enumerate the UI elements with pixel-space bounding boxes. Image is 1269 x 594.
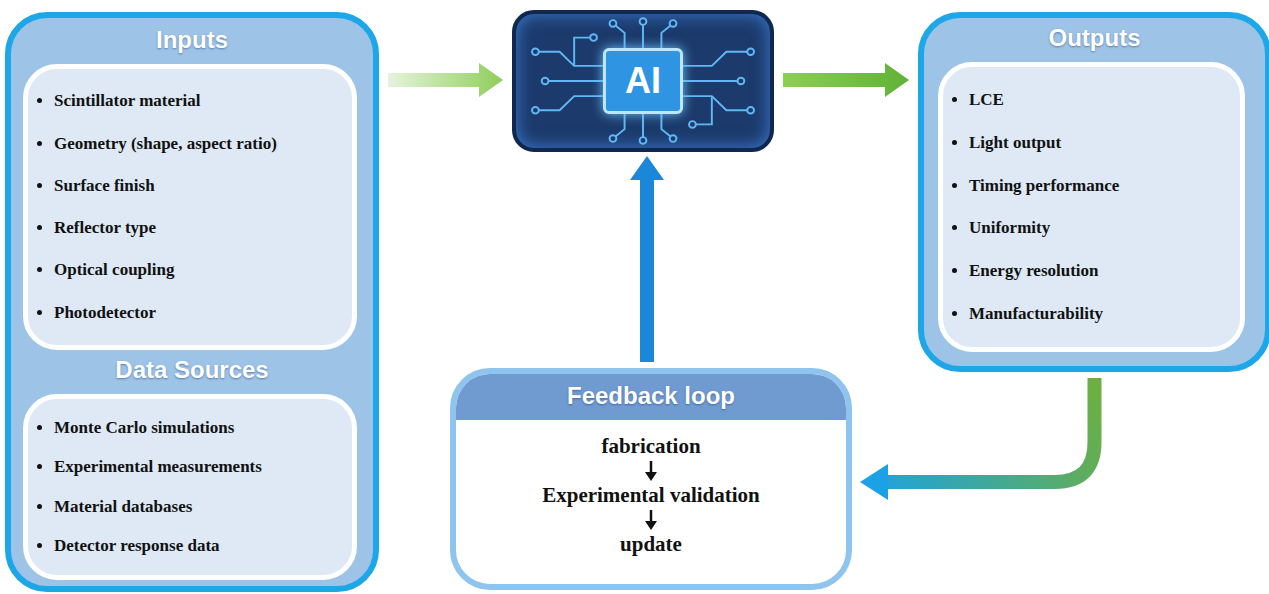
list-item: Uniformity [969, 218, 1230, 238]
list-item: Monte Carlo simulations [54, 418, 342, 438]
circuit-trace [535, 96, 608, 110]
step-arrow-line [650, 461, 653, 473]
list-item: Light output [969, 133, 1230, 153]
circuit-pad [670, 135, 677, 142]
list-item: Surface finish [54, 176, 342, 196]
list-item: Geometry (shape, aspect ratio) [54, 134, 342, 154]
circuit-pad [542, 78, 549, 85]
feedback-loop: Feedback loop fabricationExperimental val… [450, 368, 852, 590]
loop-heading: Feedback loop [456, 374, 846, 420]
list-item: Optical coupling [54, 260, 342, 280]
panel-heading: Outputs [924, 24, 1265, 52]
list-item: Reflector type [54, 218, 342, 238]
list-item: Material databases [54, 497, 342, 517]
arrow-body [630, 156, 664, 362]
step-arrow [644, 510, 658, 530]
data-source-list: Monte Carlo simulationsExperimental meas… [23, 394, 357, 580]
loop-step: fabrication [601, 434, 700, 459]
connector-arrow [783, 63, 909, 97]
output-list: LCE Light outputTiming performanceUniform… [938, 62, 1245, 352]
arrow-body [388, 63, 503, 97]
list-item: Detector response data [54, 536, 342, 556]
circuit-trace [535, 52, 608, 66]
panel-heading: Inputs [11, 26, 373, 54]
circuit-pad [532, 107, 539, 114]
loop-step: update [620, 532, 682, 557]
list-item: Scintillator material [54, 91, 342, 111]
step-arrow-head [645, 521, 657, 530]
arrow-head [860, 464, 888, 500]
circuit-pad [738, 78, 745, 85]
circuit-pad [689, 121, 696, 128]
circuit-pad [640, 137, 647, 144]
list-item: Timing performance [969, 176, 1230, 196]
loop-step: Experimental validation [542, 483, 760, 508]
arrow-shaft [886, 378, 1095, 482]
item-list: LCE Light outputTiming performanceUniform… [943, 67, 1240, 347]
connector-arrow [388, 63, 503, 97]
circuit-pad [610, 135, 617, 142]
input-panel: Data Sources InputsScintillator materialG… [5, 12, 379, 592]
list-item: LCE [969, 90, 1230, 110]
output-panel: OutputsLCE Light outputTiming performance… [918, 12, 1269, 372]
item-list: Monte Carlo simulationsExperimental meas… [28, 399, 352, 575]
panel-heading: Data Sources [11, 356, 373, 384]
step-arrow [644, 461, 658, 481]
list-item: Energy resolution [969, 261, 1230, 281]
arrow-body [783, 63, 909, 97]
chip-label: AI [603, 48, 683, 114]
connector-arrow [630, 156, 664, 362]
circuit-trace [678, 96, 751, 110]
step-arrow-head [645, 472, 657, 481]
circuit-trace [574, 38, 593, 66]
circuit-pad [640, 18, 647, 25]
circuit-trace [678, 52, 751, 66]
circuit-pad [590, 34, 597, 41]
connector-arrow [860, 378, 1095, 500]
step-arrow-line [650, 510, 653, 522]
circuit-pad [532, 48, 539, 55]
circuit-trace [692, 96, 711, 124]
list-item: Experimental measurements [54, 457, 342, 477]
input-list: Scintillator materialGeometry (shape, as… [23, 64, 357, 350]
circuit-trace [678, 80, 741, 82]
circuit-pad [610, 20, 617, 27]
circuit-trace [545, 80, 608, 82]
circuit-pad [747, 107, 754, 114]
circuit-pad [670, 20, 677, 27]
list-item: Photodetector [54, 303, 342, 323]
ai-chip: AI [512, 10, 774, 152]
list-item: Manufacturability [969, 304, 1230, 324]
item-list: Scintillator materialGeometry (shape, as… [28, 69, 352, 345]
circuit-pad [747, 48, 754, 55]
